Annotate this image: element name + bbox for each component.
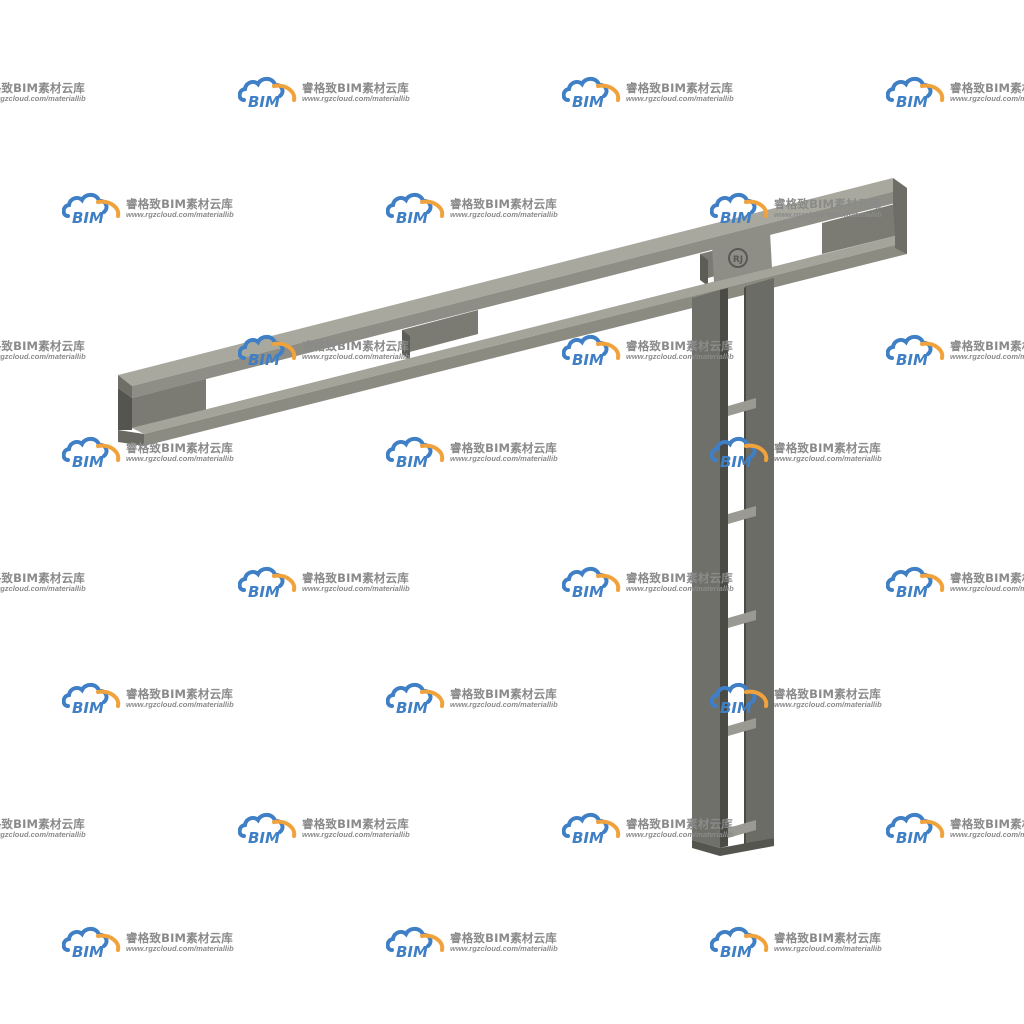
beam-stiffener-2	[700, 254, 708, 286]
beam-bottom-flange-front	[118, 430, 144, 446]
beam-stiffener-1	[402, 330, 410, 360]
beam-web-right-end	[822, 204, 895, 254]
beam-end-web	[118, 388, 132, 430]
post-badge	[728, 248, 748, 268]
beam-top-flange-side	[132, 188, 907, 398]
vertical-ladder-post: RJ	[692, 232, 774, 856]
beam-end-cap	[893, 178, 907, 254]
post-head-plate	[712, 232, 772, 282]
beam-web-left-end	[132, 379, 206, 428]
post-rung	[728, 506, 756, 524]
post-rungs	[728, 398, 756, 838]
post-right-rail-front	[746, 278, 774, 846]
beam-web-block-1	[402, 310, 478, 354]
post-rung	[728, 610, 756, 628]
beam-bottom-flange-top	[132, 236, 907, 434]
post-left-rail-inner	[720, 288, 728, 848]
post-left-rail-front	[692, 290, 720, 848]
beam-top-flange-front	[118, 375, 132, 398]
post-rung	[728, 398, 756, 416]
post-badge-text: RJ	[733, 255, 743, 265]
post-rung	[728, 820, 756, 838]
beam-top-flange-top	[118, 178, 907, 386]
post-base	[692, 838, 774, 856]
post-rung	[728, 718, 756, 736]
horizontal-i-beam	[118, 178, 907, 446]
post-right-rail-inner	[744, 286, 746, 846]
